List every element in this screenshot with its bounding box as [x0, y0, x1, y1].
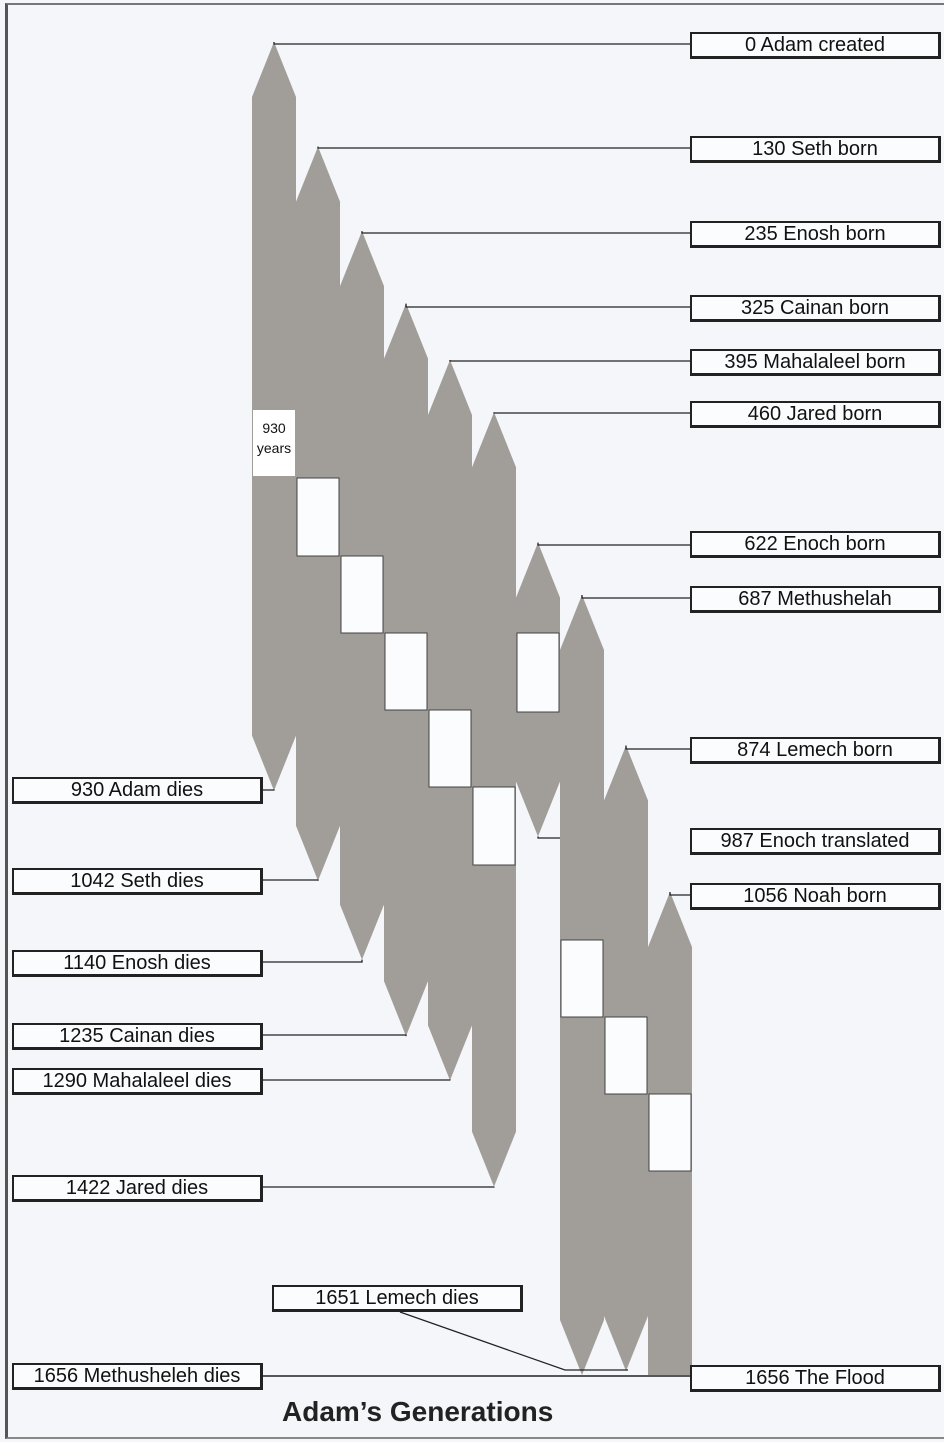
generation-marker-box [604, 1016, 648, 1095]
span-note: 930 years [253, 410, 295, 476]
diagram-title: Adam’s Generations [282, 1396, 554, 1427]
span-note-value: 930 [262, 420, 286, 436]
connector-line [262, 1034, 407, 1037]
connector-line [361, 231, 690, 234]
label-cainan-born: 325 Cainan born [690, 295, 941, 322]
generation-marker-box [384, 632, 428, 711]
label-jared-born: 460 Jared born [690, 401, 941, 428]
connector-line [537, 542, 690, 546]
generation-marker-box [648, 1093, 692, 1172]
label-cainan-dies: 1235 Cainan dies [12, 1023, 263, 1050]
label-lemech-dies: 1651 Lemech dies [272, 1285, 523, 1312]
generation-marker-box [296, 477, 340, 557]
generation-marker-box [560, 939, 604, 1018]
connector-line [262, 959, 363, 963]
label-enosh-dies: 1140 Enosh dies [12, 950, 263, 977]
label-methuselah-dies: 1656 Methusheleh dies [12, 1363, 263, 1390]
label-methuselah-born: 687 Methushelah [690, 586, 941, 613]
connector-line [669, 892, 690, 896]
connector-line [625, 745, 690, 750]
label-adam-created: 0 Adam created [690, 32, 941, 59]
label-lemech-born: 874 Lemech born [690, 737, 941, 764]
connector-line [273, 42, 690, 45]
connector-line [405, 303, 690, 308]
generation-marker-box [428, 709, 472, 788]
label-seth-born: 130 Seth born [690, 136, 941, 163]
label-adam-dies: 930 Adam dies [12, 777, 263, 804]
generation-marker-box [516, 632, 560, 713]
connector-line [449, 359, 690, 362]
label-jared-dies: 1422 Jared dies [12, 1175, 263, 1202]
label-enoch-translated: 987 Enoch translated [690, 828, 941, 855]
label-mahalaleel-born: 395 Mahalaleel born [690, 349, 941, 376]
label-mahalaleel-dies: 1290 Mahalaleel dies [12, 1068, 263, 1095]
page-frame [5, 3, 944, 1439]
connector-line [317, 146, 690, 149]
label-seth-dies: 1042 Seth dies [12, 868, 263, 895]
connector-line [262, 789, 275, 791]
label-enoch-born: 622 Enoch born [690, 531, 941, 558]
lemech-connector-line [399, 1311, 628, 1371]
connector-line [537, 836, 560, 839]
generation-marker-box [340, 555, 384, 634]
connector-line [262, 879, 319, 881]
connector-line [581, 595, 690, 599]
label-noah-born: 1056 Noah born [690, 883, 941, 910]
generation-marker-box [472, 786, 516, 866]
label-the-flood: 1656 The Flood [690, 1365, 941, 1392]
label-enosh-born: 235 Enosh born [690, 221, 941, 248]
connector-line [493, 412, 690, 414]
span-note-unit: years [256, 440, 292, 456]
